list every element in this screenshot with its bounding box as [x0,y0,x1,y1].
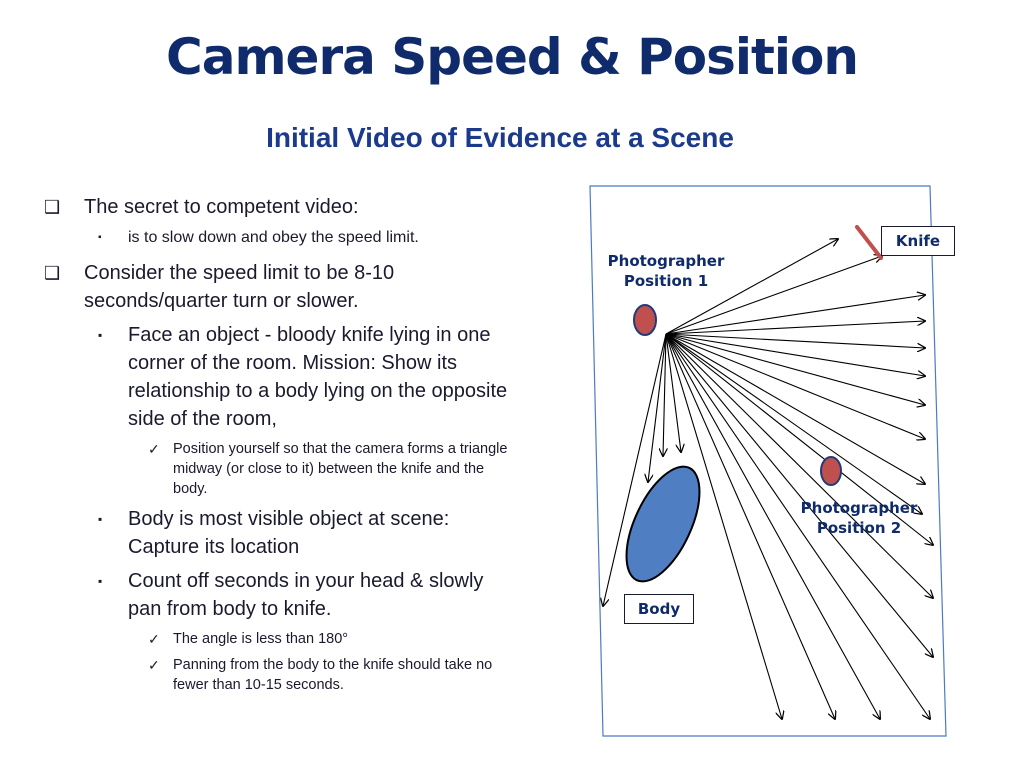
pan-arrow [665,333,922,514]
pan-arrow [665,333,880,719]
square-bullet-icon: ▪ [98,328,103,342]
bullet-item: ▪ Count off seconds in your head & slowl… [44,567,514,623]
bullet-list: ❑ The secret to competent video: ▪ is to… [44,193,514,701]
pan-arrow [665,321,925,335]
photographer-position-1-marker [633,304,657,336]
bullet-text: is to slow down and obey the speed limit… [128,229,419,246]
pan-arrow [665,333,933,657]
checkmark-bullet-icon: ✓ [148,441,160,457]
body-label: Body [624,594,694,624]
bullet-item: ▪ Body is most visible object at scene: … [44,505,514,561]
square-bullet-icon: ▪ [98,232,102,243]
checkmark-bullet-icon: ✓ [148,657,160,673]
pan-arrow [603,333,667,606]
square-bullet-icon: ▪ [98,512,103,526]
bullet-item: ✓ Panning from the body to the knife sho… [44,655,514,695]
pan-arrow [665,239,838,335]
pan-arrow [665,333,681,452]
pan-arrow [665,295,925,335]
knife-label: Knife [881,226,955,256]
pan-arrow [665,333,925,439]
bullet-text: The angle is less than 180° [173,631,349,647]
slide-title: Camera Speed & Position [166,28,859,86]
bullet-item: ▪ Face an object - bloody knife lying in… [44,321,514,433]
pan-arrow [665,256,882,335]
bullet-item: ❑ The secret to competent video: [44,193,514,221]
pan-arrow [665,333,925,484]
bullet-text: Panning from the body to the knife shoul… [173,657,493,693]
pan-arrow [665,333,933,545]
pan-arrow [648,333,667,482]
pan-arrow [665,333,925,348]
pan-arrow [665,333,930,719]
pan-arrow [665,333,782,719]
pan-arrow [665,333,835,719]
checkmark-bullet-icon: ✓ [148,631,160,647]
square-bullet-icon: ▪ [98,574,103,588]
checkbox-bullet-icon: ❑ [44,197,61,217]
bullet-text: Body is most visible object at scene: Ca… [128,508,450,558]
knife-shape [855,225,883,260]
bullet-text: Count off seconds in your head & slowly … [128,570,484,620]
pan-arrow [663,333,666,456]
checkbox-bullet-icon: ❑ [44,263,61,283]
bullet-item: ▪ is to slow down and obey the speed lim… [44,227,514,249]
bullet-text: Consider the speed limit to be 8-10 seco… [84,262,395,312]
room-outline [589,185,947,737]
photographer-position-2-label: Photographer Position 2 [800,499,918,537]
slide-subtitle: Initial Video of Evidence at a Scene [266,122,734,153]
pan-arrow [665,333,925,376]
bullet-item: ✓ The angle is less than 180° [44,629,514,649]
photographer-position-1-label: Photographer Position 1 [607,252,725,290]
photographer-position-2-marker [820,456,842,486]
bullet-item: ✓ Position yourself so that the camera f… [44,439,514,499]
pan-arrow [665,333,925,405]
pan-arrow [665,333,933,598]
bullet-text: Face an object - bloody knife lying in o… [128,324,508,430]
bullet-text: Position yourself so that the camera for… [173,441,508,497]
body-shape [625,465,701,583]
bullet-text: The secret to competent video: [84,196,359,218]
pan-arrows [603,239,933,719]
bullet-item: ❑ Consider the speed limit to be 8-10 se… [44,259,514,315]
